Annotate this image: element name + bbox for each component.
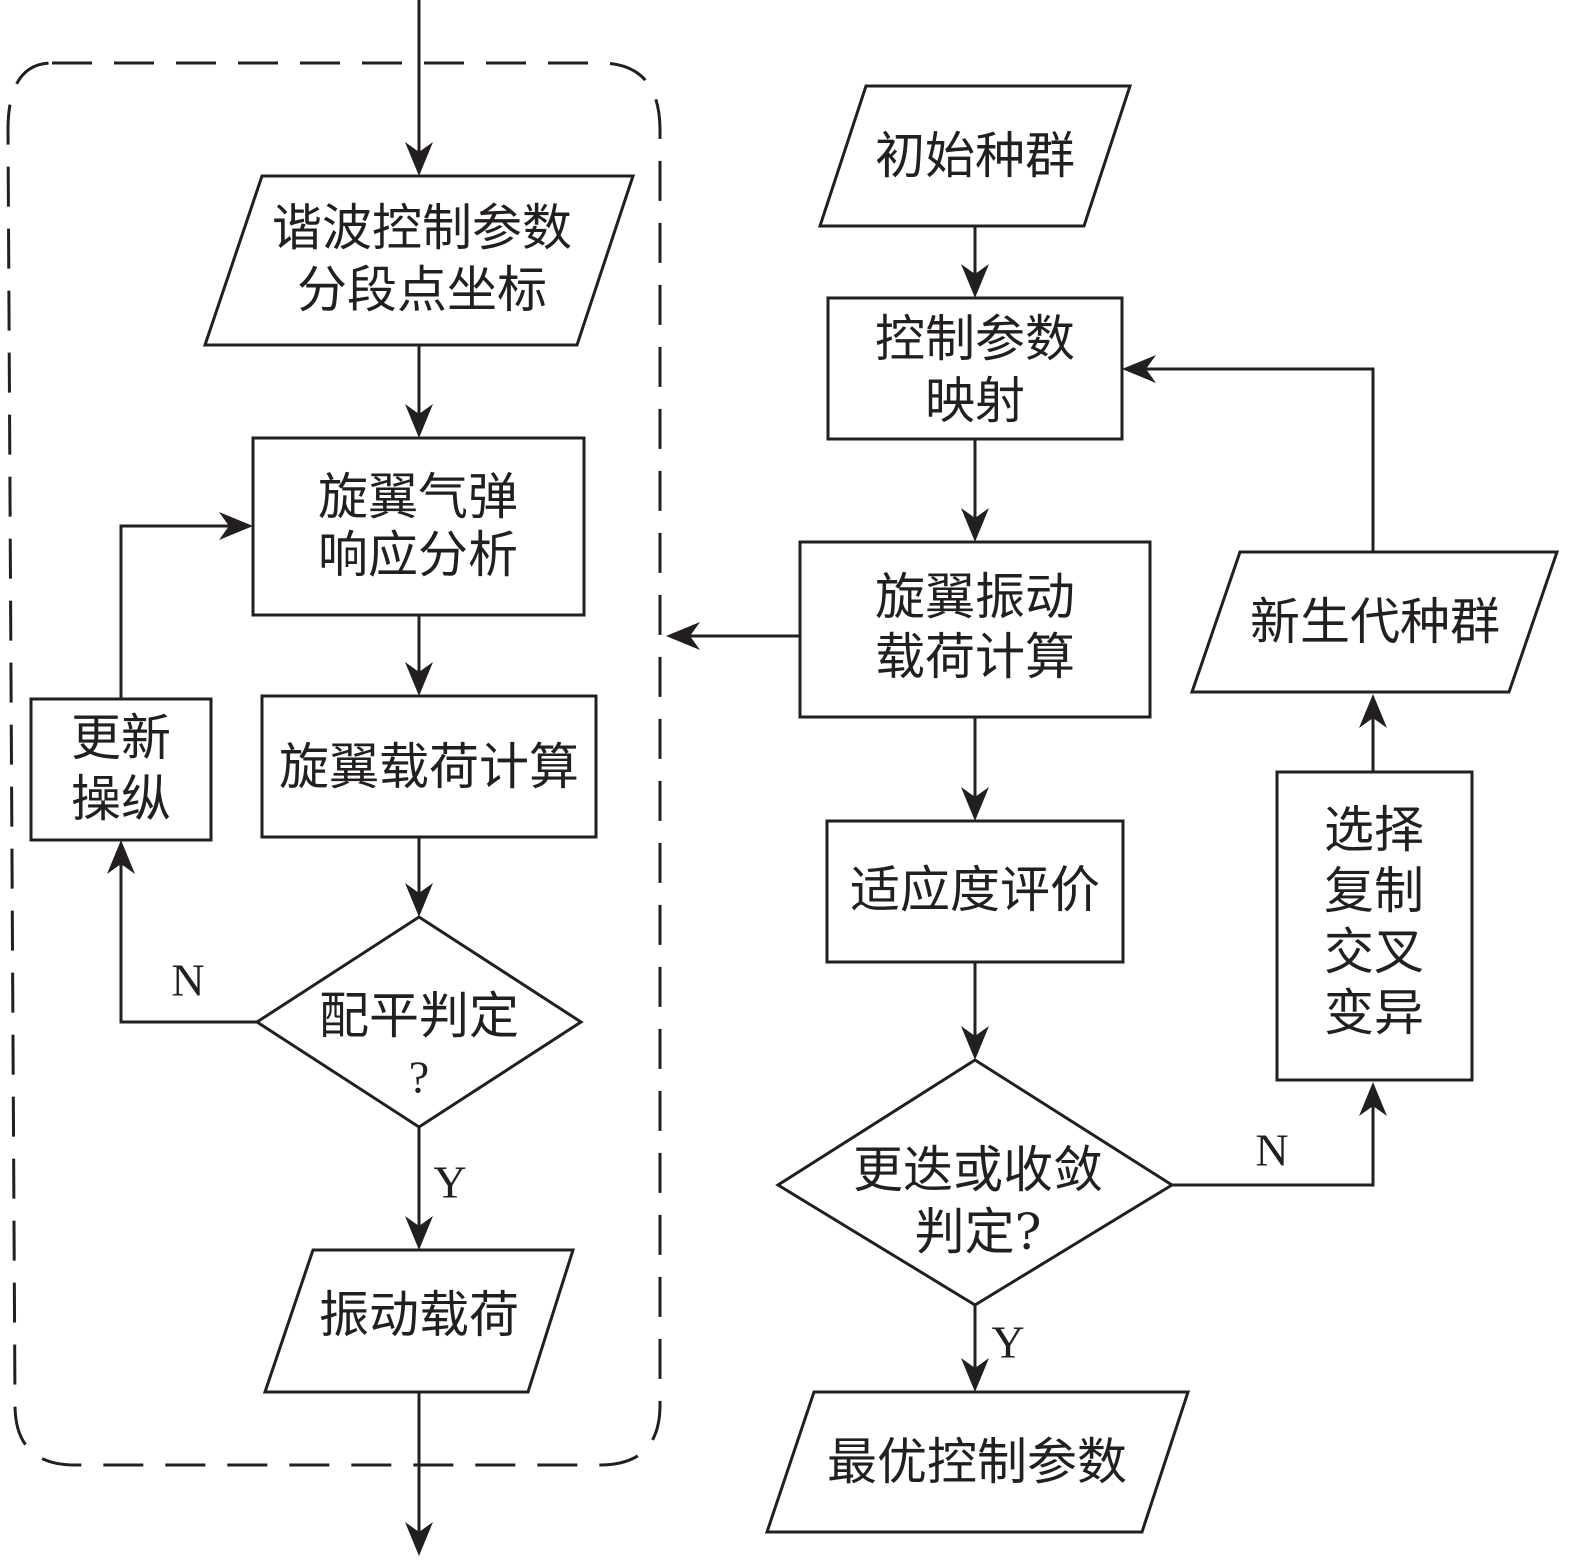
module-boundary <box>6 61 662 1467</box>
no-branch-connector <box>1172 1088 1375 1187</box>
arrow-head-icon <box>961 1358 989 1392</box>
param-mapping-line1: 控制参数 <box>875 310 1075 368</box>
arrow-head-icon <box>405 404 433 438</box>
vibration-load-label: 振动载荷 <box>319 1286 519 1344</box>
genetic-op-copy: 复制 <box>1324 862 1424 920</box>
arrow-head-icon <box>1359 694 1387 728</box>
harmonic-params-line2: 分段点坐标 <box>297 261 547 319</box>
param-mapping-line2: 映射 <box>925 372 1025 430</box>
arrow-head-icon <box>961 787 989 821</box>
vibration-calc-line1: 旋翼振动 <box>875 568 1075 626</box>
param-mapping-box <box>826 296 1124 441</box>
initial-population-input <box>817 84 1133 228</box>
vibration-load-output <box>262 1248 576 1394</box>
harmonic-params-input <box>202 174 636 347</box>
trim-decision-line2: ? <box>409 1052 429 1103</box>
update-line2: 操纵 <box>71 770 171 828</box>
convergence-yes-label: Y <box>991 1317 1024 1368</box>
arrow-head-icon <box>961 264 989 298</box>
vibration-calc-line2: 载荷计算 <box>875 628 1075 686</box>
initial-population-label: 初始种群 <box>875 127 1075 185</box>
convergence-no-label: N <box>1255 1125 1288 1176</box>
convergence-line2: 判定? <box>915 1203 1042 1261</box>
optimal-params-label: 最优控制参数 <box>827 1433 1127 1491</box>
vibration-load-calc-box <box>798 540 1152 719</box>
arrow-head-icon <box>961 508 989 542</box>
trim-decision-line1: 配平判定 <box>319 987 519 1045</box>
arrow-head-icon <box>666 622 700 650</box>
rotor-load-calc-box <box>260 694 598 839</box>
arrow-head-icon <box>107 840 135 874</box>
optimal-params-output <box>764 1390 1191 1534</box>
arrow-head-icon <box>1122 355 1156 383</box>
arrow-head-icon <box>405 1522 433 1556</box>
fitness-label: 适应度评价 <box>850 861 1100 919</box>
genetic-op-mutation: 变异 <box>1324 984 1424 1042</box>
fitness-evaluation-box <box>825 819 1125 964</box>
arrow-head-icon <box>405 662 433 696</box>
no-branch-connector <box>119 846 257 1024</box>
convergence-line1: 更迭或收敛 <box>853 1141 1103 1199</box>
new-population-input <box>1189 550 1560 694</box>
rotor-load-calc-label: 旋翼载荷计算 <box>279 738 579 796</box>
genetic-op-select: 选择 <box>1324 801 1424 859</box>
arrow-head-icon <box>1359 1082 1387 1116</box>
update-controls-box <box>29 697 213 842</box>
trim-yes-label: Y <box>433 1157 466 1208</box>
aeroelastic-line2: 响应分析 <box>318 526 518 584</box>
aeroelastic-line1: 旋翼气弹 <box>318 468 518 526</box>
feedback-connector <box>119 524 247 699</box>
update-line1: 更新 <box>71 709 171 767</box>
arrow-head-icon <box>961 1026 989 1060</box>
harmonic-params-line1: 谐波控制参数 <box>272 199 572 257</box>
trim-no-label: N <box>171 955 204 1006</box>
arrow-head-icon <box>405 142 433 176</box>
genetic-op-crossover: 交叉 <box>1324 923 1424 981</box>
new-population-label: 新生代种群 <box>1250 593 1500 651</box>
arrow-head-icon <box>405 1216 433 1250</box>
arrow-head-icon <box>405 883 433 917</box>
loop-back-connector <box>1128 367 1375 552</box>
arrow-head-icon <box>219 512 253 540</box>
